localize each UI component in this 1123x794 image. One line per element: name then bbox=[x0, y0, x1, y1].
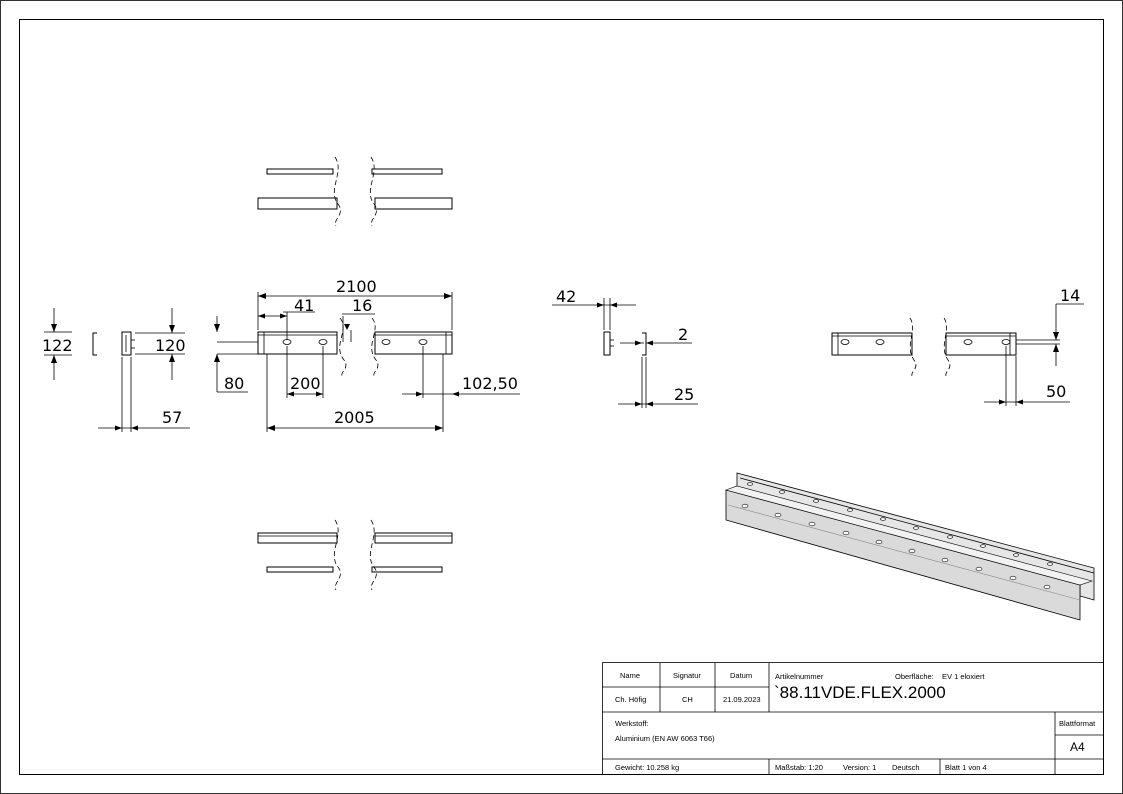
dim-width: 57 bbox=[162, 408, 182, 427]
dim-height-outer: 122 bbox=[42, 336, 73, 355]
front-dimensions bbox=[214, 292, 520, 432]
front-view bbox=[257, 317, 453, 377]
dim-overall-length: 2100 bbox=[336, 277, 377, 296]
dim-hole-height-pos: 80 bbox=[224, 374, 244, 393]
drawing-frame bbox=[19, 19, 1104, 775]
tb-signature-header: Signatur bbox=[673, 671, 701, 680]
tb-article-number: `88.11VDE.FLEX.2000 bbox=[774, 683, 946, 702]
dim-detail-25: 25 bbox=[674, 385, 694, 404]
dim-detail-50: 50 bbox=[1046, 382, 1066, 401]
tb-version: Version: 1 bbox=[843, 763, 876, 772]
tb-name-header: Name bbox=[620, 671, 640, 680]
tb-sheet-format-value: A4 bbox=[1070, 740, 1085, 754]
tb-article-label: Artikelnummer bbox=[775, 672, 824, 681]
bottom-view bbox=[257, 519, 453, 591]
detail-section bbox=[552, 298, 698, 408]
tb-date-header: Datum bbox=[730, 671, 752, 680]
tb-date: 21.09.2023 bbox=[723, 695, 761, 704]
dim-detail-42: 42 bbox=[556, 287, 576, 306]
dim-end-offset: 102,50 bbox=[462, 374, 518, 393]
dim-detail-14: 14 bbox=[1060, 286, 1080, 305]
tb-sheet: Blatt 1 von 4 bbox=[945, 763, 987, 772]
tb-material-value: Aluminium (EN AW 6063 T66) bbox=[615, 734, 715, 743]
side-profile-left bbox=[92, 331, 135, 356]
tb-surface-value: EV 1 eloxiert bbox=[942, 672, 985, 681]
tb-material-label: Werkstoff: bbox=[615, 719, 648, 728]
dim-hole-span: 2005 bbox=[334, 408, 375, 427]
tb-language: Deutsch bbox=[892, 763, 920, 772]
tb-signature: CH bbox=[682, 695, 693, 704]
dim-detail-2: 2 bbox=[678, 325, 688, 344]
dim-hole-offset: 41 bbox=[294, 296, 314, 315]
dim-hole-pitch: 200 bbox=[290, 374, 321, 393]
side-left-dimensions bbox=[44, 308, 190, 432]
tb-scale: Maßstab: 1:20 bbox=[775, 763, 823, 772]
dim-height-inner: 120 bbox=[155, 336, 186, 355]
tb-name: Ch. Höfig bbox=[615, 695, 646, 704]
top-view bbox=[257, 156, 453, 227]
right-view bbox=[831, 303, 1084, 406]
tb-surface-label: Oberfläche: bbox=[895, 672, 934, 681]
tb-weight: Gewicht: 10.258 kg bbox=[615, 763, 679, 772]
title-block bbox=[602, 662, 1104, 775]
isometric-view bbox=[725, 472, 1095, 621]
dim-hole-width: 16 bbox=[352, 296, 372, 315]
tb-sheet-format-label: Blattformat bbox=[1059, 719, 1096, 728]
